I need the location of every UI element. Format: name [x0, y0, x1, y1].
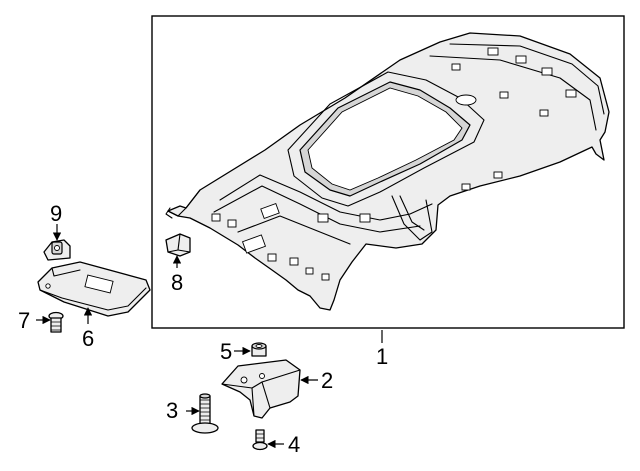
visor-hinge-icon[interactable] — [43, 239, 71, 261]
bolt-icon[interactable] — [191, 393, 219, 434]
callout-4: 4 — [288, 432, 300, 457]
callout-3: 3 — [166, 398, 178, 423]
small-screw-icon[interactable] — [252, 429, 268, 451]
headliner-frame — [151, 15, 625, 329]
callout-8: 8 — [171, 270, 183, 295]
callout-9: 9 — [50, 201, 62, 226]
headliner-icon[interactable] — [165, 32, 610, 311]
nut-icon[interactable] — [251, 342, 267, 357]
callout-6: 6 — [82, 326, 94, 351]
callout-7: 7 — [18, 308, 30, 333]
clip-icon[interactable] — [165, 233, 191, 257]
screw-icon[interactable] — [48, 311, 64, 333]
callout-5: 5 — [220, 339, 232, 364]
callout-1: 1 — [376, 344, 388, 369]
callout-2: 2 — [321, 368, 333, 393]
sun-visor-icon[interactable] — [37, 261, 151, 317]
bracket-icon[interactable] — [221, 359, 301, 419]
